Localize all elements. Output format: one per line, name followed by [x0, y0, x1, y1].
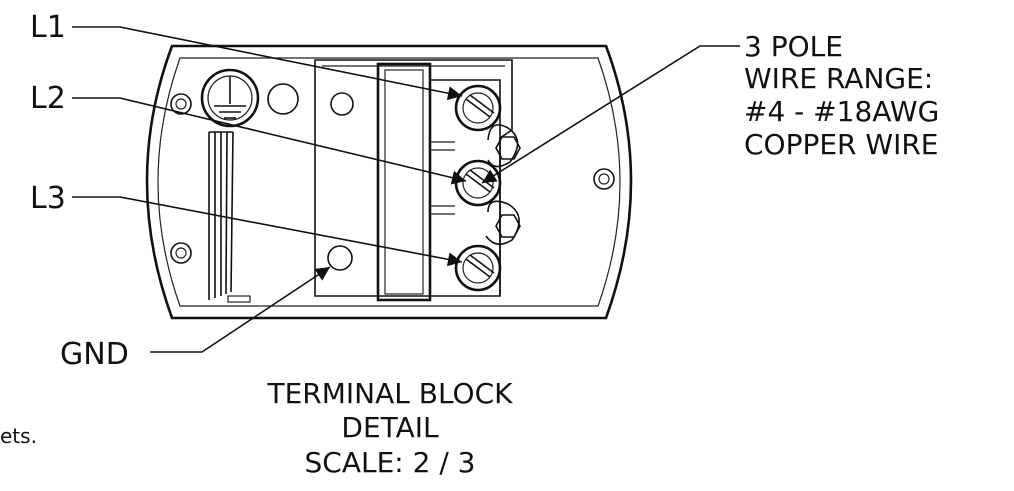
footer-fragment: ets.: [0, 424, 37, 448]
jumper-bolt-upper: [487, 124, 521, 168]
caption-line-2: DETAIL: [341, 411, 439, 444]
mounting-screw-right: [593, 168, 615, 190]
terminal-screw-l3: [454, 244, 502, 292]
jumper-bolt-lower: [485, 200, 521, 245]
leader-note: [481, 45, 740, 184]
label-l2: L2: [30, 81, 66, 116]
leader-l1: [72, 26, 463, 101]
caption-line-3: SCALE: 2 / 3: [305, 446, 476, 479]
label-l1: L1: [30, 10, 66, 45]
note-line-1: 3 POLE: [744, 30, 843, 63]
note-line-3: #4 - #18AWG: [744, 95, 939, 128]
caption-line-1: TERMINAL BLOCK: [266, 377, 513, 410]
label-l3: L3: [30, 181, 66, 216]
terminal-screw-l2: [454, 159, 502, 207]
leader-l3: [72, 196, 463, 267]
mounting-screw-bottom-left: [170, 242, 192, 264]
terminal-screw-l1: [454, 84, 502, 132]
ground-hole: [327, 245, 353, 271]
leader-gnd: [150, 266, 331, 353]
enclosure-outline: [145, 44, 633, 320]
mounting-screw-top-left: [170, 93, 192, 115]
knockout-hole: [267, 83, 299, 115]
ground-symbol-icon: [200, 68, 260, 128]
leader-l2: [72, 97, 467, 185]
mounting-hole-top: [330, 92, 354, 116]
terminal-block-frame: [314, 59, 513, 302]
label-gnd: GND: [60, 337, 129, 372]
note-line-2: WIRE RANGE:: [744, 62, 933, 95]
cable-slot: [208, 131, 251, 303]
note-line-4: COPPER WIRE: [744, 128, 939, 161]
